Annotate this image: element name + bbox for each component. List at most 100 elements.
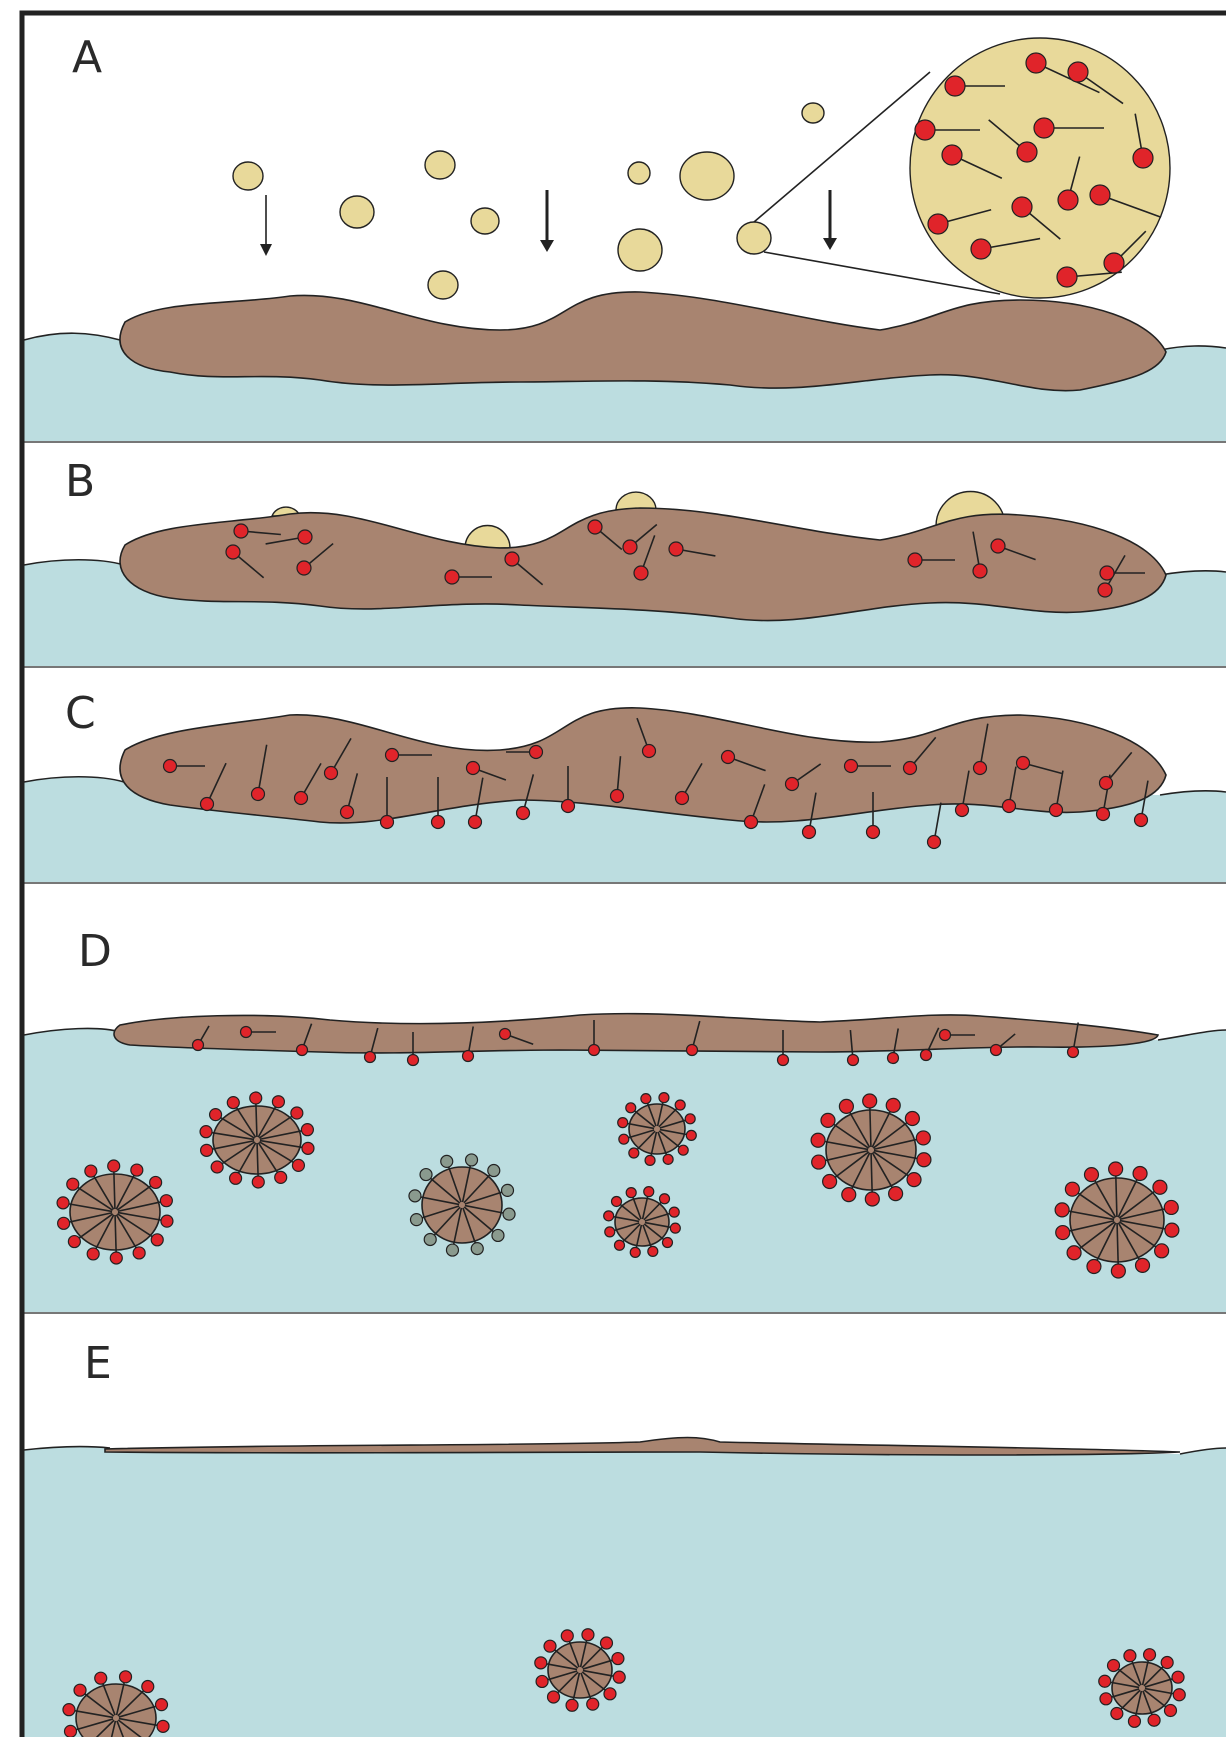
surfactant-head [500,1029,511,1040]
surfactant-head [928,214,948,234]
surfactant-head [582,1629,594,1641]
surfactant-head [1128,1715,1140,1727]
panel-a [24,38,1226,442]
oil-sheen-e [105,1438,1180,1456]
surfactant-head [648,1246,658,1256]
surfactant-head [201,798,214,811]
surfactant-head [432,816,445,829]
surfactant-head [1173,1689,1185,1701]
surfactant-head [1017,757,1030,770]
surfactant-head [133,1247,145,1259]
panel-c [24,708,1226,883]
surfactant-head [678,1145,688,1155]
surfactant-head [1111,1264,1125,1278]
surfactant-head [272,1096,284,1108]
surfactant-head [613,1671,625,1683]
surfactant-head [87,1248,99,1260]
droplet [628,162,650,184]
surfactant-head [1133,148,1153,168]
panel-e [24,1438,1226,1737]
surfactant-head [1026,53,1046,73]
surfactant-head [848,1055,859,1066]
zoom-line-top [754,72,930,222]
surfactant-head [675,1100,685,1110]
surfactant-head [386,749,399,762]
surfactant-head [863,1094,877,1108]
surfactant-head [110,1252,122,1264]
surfactant-head [1099,1675,1111,1687]
surfactant-head [1155,1244,1169,1258]
droplet [425,151,455,179]
surfactant-head [297,1045,308,1056]
surfactant-head [211,1161,223,1173]
surfactant-head [600,1637,612,1649]
surfactant-head [1050,804,1063,817]
surfactant-head [566,1699,578,1711]
surfactant-head [908,553,922,567]
surfactant-head [57,1197,69,1209]
surfactant-head [535,1657,547,1669]
surfactant-head [823,1174,837,1188]
surfactant-head [492,1229,504,1241]
surfactant-head [971,239,991,259]
down-arrow-icon [540,190,554,252]
surfactant-head [161,1215,173,1227]
panel-label-a: A [72,32,102,83]
surfactant-head [488,1165,500,1177]
surfactant-head [604,1688,616,1700]
panel-d [24,1014,1226,1313]
surfactant-head [295,792,308,805]
surfactant-head [991,1045,1002,1056]
surfactant-head [424,1233,436,1245]
surfactant-head [301,1124,313,1136]
surfactant-head [1067,1246,1081,1260]
droplet [340,196,374,228]
droplet [471,208,499,234]
surfactant-head [469,816,482,829]
surfactant-head [210,1109,222,1121]
surfactant-head [561,1630,573,1642]
surfactant-head [1055,1203,1069,1217]
surfactant-head [940,1030,951,1041]
surfactant-head [1164,1705,1176,1717]
surfactant-head [1065,1182,1079,1196]
surfactant-head [1100,566,1114,580]
surfactant-head [365,1052,376,1063]
surfactant-head [612,1196,622,1206]
surfactant-head [886,1098,900,1112]
panel-label-c: C [65,688,96,739]
surfactant-head [227,1097,239,1109]
surfactant-head [1161,1657,1173,1669]
surfactant-head [302,1142,314,1154]
surfactant-head [905,1112,919,1126]
surfactant-head [1135,814,1148,827]
surfactant-head [1172,1671,1184,1683]
surfactant-head [150,1176,162,1188]
surfactant-head [544,1640,556,1652]
surfactant-head [446,1244,458,1256]
surfactant-head [991,539,1005,553]
surfactant-head [916,1131,930,1145]
surfactant-head [536,1675,548,1687]
surfactant-head [445,570,459,584]
surfactant-head [291,1107,303,1119]
surfactant-head [193,1040,204,1051]
surfactant-head [1133,1167,1147,1181]
surfactant-head [341,806,354,819]
surfactant-head [68,1236,80,1248]
surfactant-head [1056,1226,1070,1240]
surfactant-head [612,1653,624,1665]
surfactant-head [466,1154,478,1166]
down-arrow-icon [260,195,272,256]
surfactant-head [662,1238,672,1248]
surfactant-head [252,1176,264,1188]
surfactant-head [921,1050,932,1061]
surfactant-head [1124,1650,1136,1662]
surfactant-head [241,1027,252,1038]
surfactant-head [1136,1258,1150,1272]
water-d [24,1028,1226,1313]
surfactant-head [67,1178,79,1190]
surfactant-head [928,836,941,849]
surfactant-head [670,1223,680,1233]
surfactant-head [292,1159,304,1171]
